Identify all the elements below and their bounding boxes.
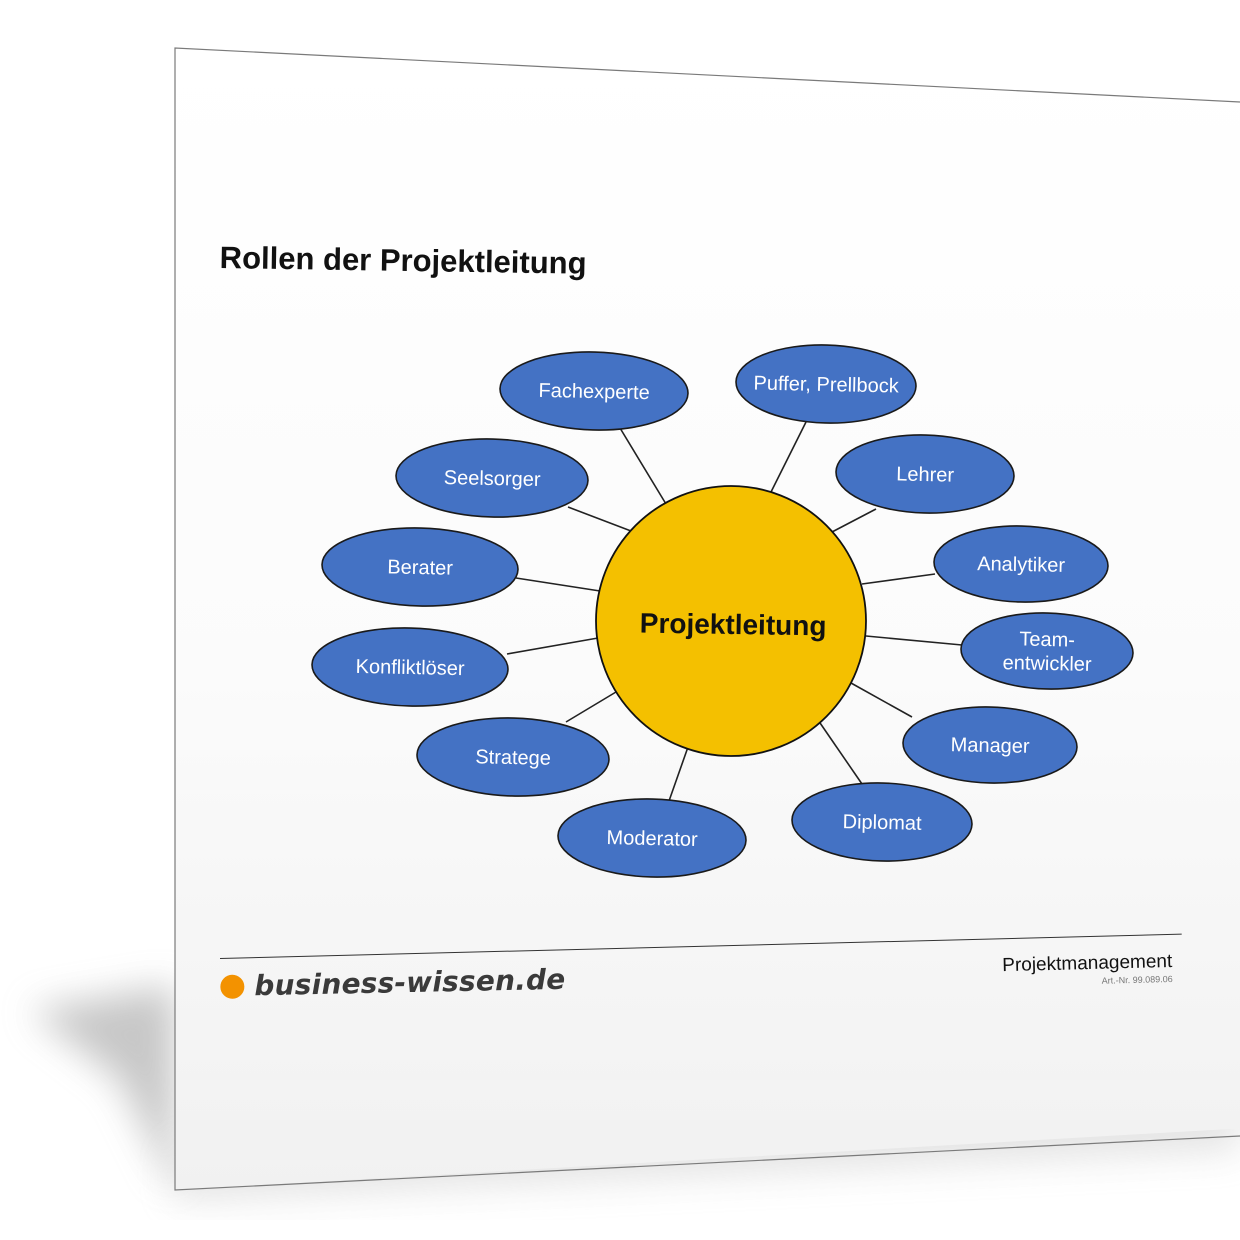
connector-line (619, 427, 667, 505)
connector-line (506, 637, 599, 655)
role-ellipse (933, 525, 1109, 603)
connector-line (565, 691, 617, 723)
connector-line (567, 506, 632, 532)
role-ellipse (416, 717, 610, 797)
role-label: Puffer, Prellbock (753, 372, 900, 397)
role-nodes: Fachexperte Puffer, Prellbock Seelsorger… (311, 344, 1134, 878)
role-label: Seelsorger (444, 467, 541, 491)
role-node-lehrer: Lehrer (835, 434, 1015, 514)
role-ellipse (499, 351, 689, 431)
center-label: Projektleitung (640, 608, 827, 642)
role-node-manager: Manager (902, 706, 1078, 784)
connector-line (865, 635, 963, 646)
role-label: Konfliktlöser (355, 656, 465, 680)
role-node-berater: Berater (321, 527, 519, 607)
role-label: Berater (387, 556, 453, 579)
connector-lines (506, 421, 963, 802)
role-node-puffer-prellbock: Puffer, Prellbock (735, 344, 917, 424)
footer-meta: Projektmanagement Art.-Nr. 99.089.06 (940, 951, 1173, 990)
role-ellipse (735, 344, 917, 424)
connector-line (817, 719, 863, 785)
role-node-fachexperte: Fachexperte (499, 351, 689, 431)
role-ellipse (557, 798, 747, 878)
role-ellipse (835, 434, 1015, 514)
role-label: Team- (1019, 628, 1075, 651)
role-ellipse (311, 627, 509, 707)
role-label: Stratege (475, 746, 551, 770)
center-circle (595, 485, 867, 757)
role-label: Moderator (606, 827, 698, 851)
connector-line (515, 577, 601, 592)
role-node-teamentwickler: Team- entwickler (960, 612, 1134, 690)
connector-line (861, 573, 936, 585)
role-label: Fachexperte (538, 380, 650, 404)
brand-name: business-wissen.de (253, 962, 566, 1003)
role-ellipse (960, 612, 1134, 690)
role-label: entwickler (1002, 652, 1092, 676)
connector-line (668, 746, 689, 802)
role-ellipse (395, 438, 589, 518)
center-node: Projektleitung (595, 485, 867, 757)
brand-dot-icon (220, 973, 245, 999)
role-node-analytiker: Analytiker (933, 525, 1109, 603)
role-ellipse (902, 706, 1078, 784)
role-ellipse (791, 782, 973, 862)
role-label: Analytiker (977, 553, 1066, 577)
role-node-konfliktloeser: Konfliktlöser (311, 627, 509, 707)
role-ellipse (321, 527, 519, 607)
role-node-moderator: Moderator (557, 798, 747, 878)
role-label: Manager (950, 734, 1030, 758)
role-node-seelsorger: Seelsorger (395, 438, 589, 518)
role-label: Diplomat (842, 811, 922, 835)
connector-line (850, 682, 913, 718)
connector-line (769, 421, 807, 495)
connector-line (831, 508, 877, 533)
role-node-diplomat: Diplomat (791, 782, 973, 862)
role-label: Lehrer (896, 463, 955, 486)
role-node-stratege: Stratege (416, 717, 610, 797)
